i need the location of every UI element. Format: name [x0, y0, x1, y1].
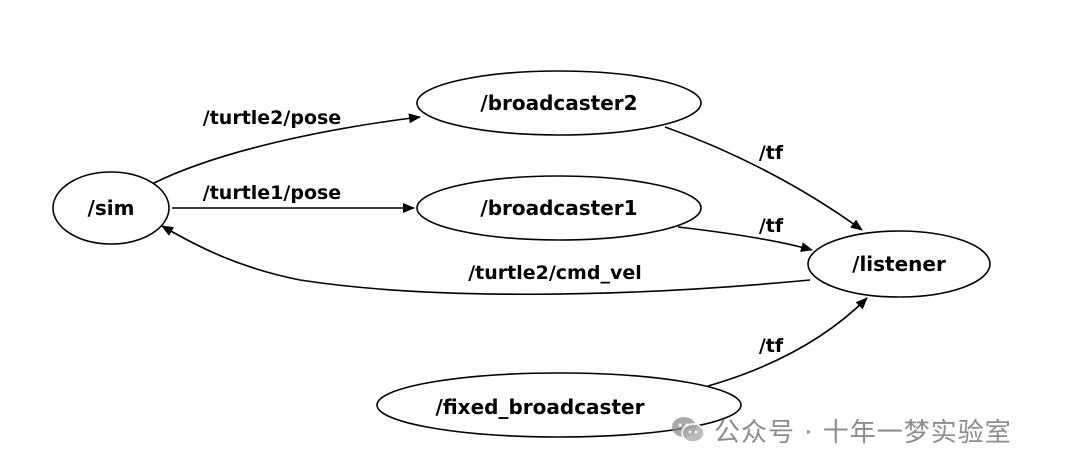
edge-sim-to-broadcaster2: /turtle2/pose: [151, 107, 421, 185]
node-label-broadcaster2: /broadcaster2: [480, 91, 637, 115]
edge-label-turtle2-cmd-vel: /turtle2/cmd_vel: [468, 262, 642, 284]
watermark-text: 公众号 · 十年一梦实验室: [714, 417, 1012, 448]
edge-sim-to-broadcaster1: /turtle1/pose: [172, 182, 415, 213]
edge-fixed-to-listener: /tf: [707, 297, 868, 387]
node-listener: /listener: [807, 230, 991, 298]
node-label-listener: /listener: [852, 252, 946, 276]
edge-label-tf-2: /tf: [759, 215, 784, 237]
edge-label-tf-3: /tf: [759, 335, 784, 357]
node-sim: /sim: [52, 171, 170, 245]
node-label-sim: /sim: [88, 196, 135, 220]
edge-listener-to-sim: /turtle2/cmd_vel: [161, 225, 811, 296]
node-broadcaster1: /broadcaster1: [416, 175, 702, 241]
watermark: 公众号 · 十年一梦实验室: [670, 410, 1012, 450]
edge-label-turtle2-pose: /turtle2/pose: [203, 107, 341, 129]
edge-broadcaster1-to-listener: /tf: [677, 215, 813, 252]
node-fixed-broadcaster: /fixed_broadcaster: [376, 372, 742, 438]
edge-broadcaster2-to-listener: /tf: [664, 126, 863, 231]
edge-label-turtle1-pose: /turtle1/pose: [203, 182, 341, 204]
wechat-icon: [672, 417, 705, 443]
node-label-broadcaster1: /broadcaster1: [480, 196, 637, 220]
node-label-fixed-broadcaster: /fixed_broadcaster: [436, 395, 645, 419]
edge-label-tf-1: /tf: [759, 142, 784, 164]
node-broadcaster2: /broadcaster2: [416, 70, 702, 136]
